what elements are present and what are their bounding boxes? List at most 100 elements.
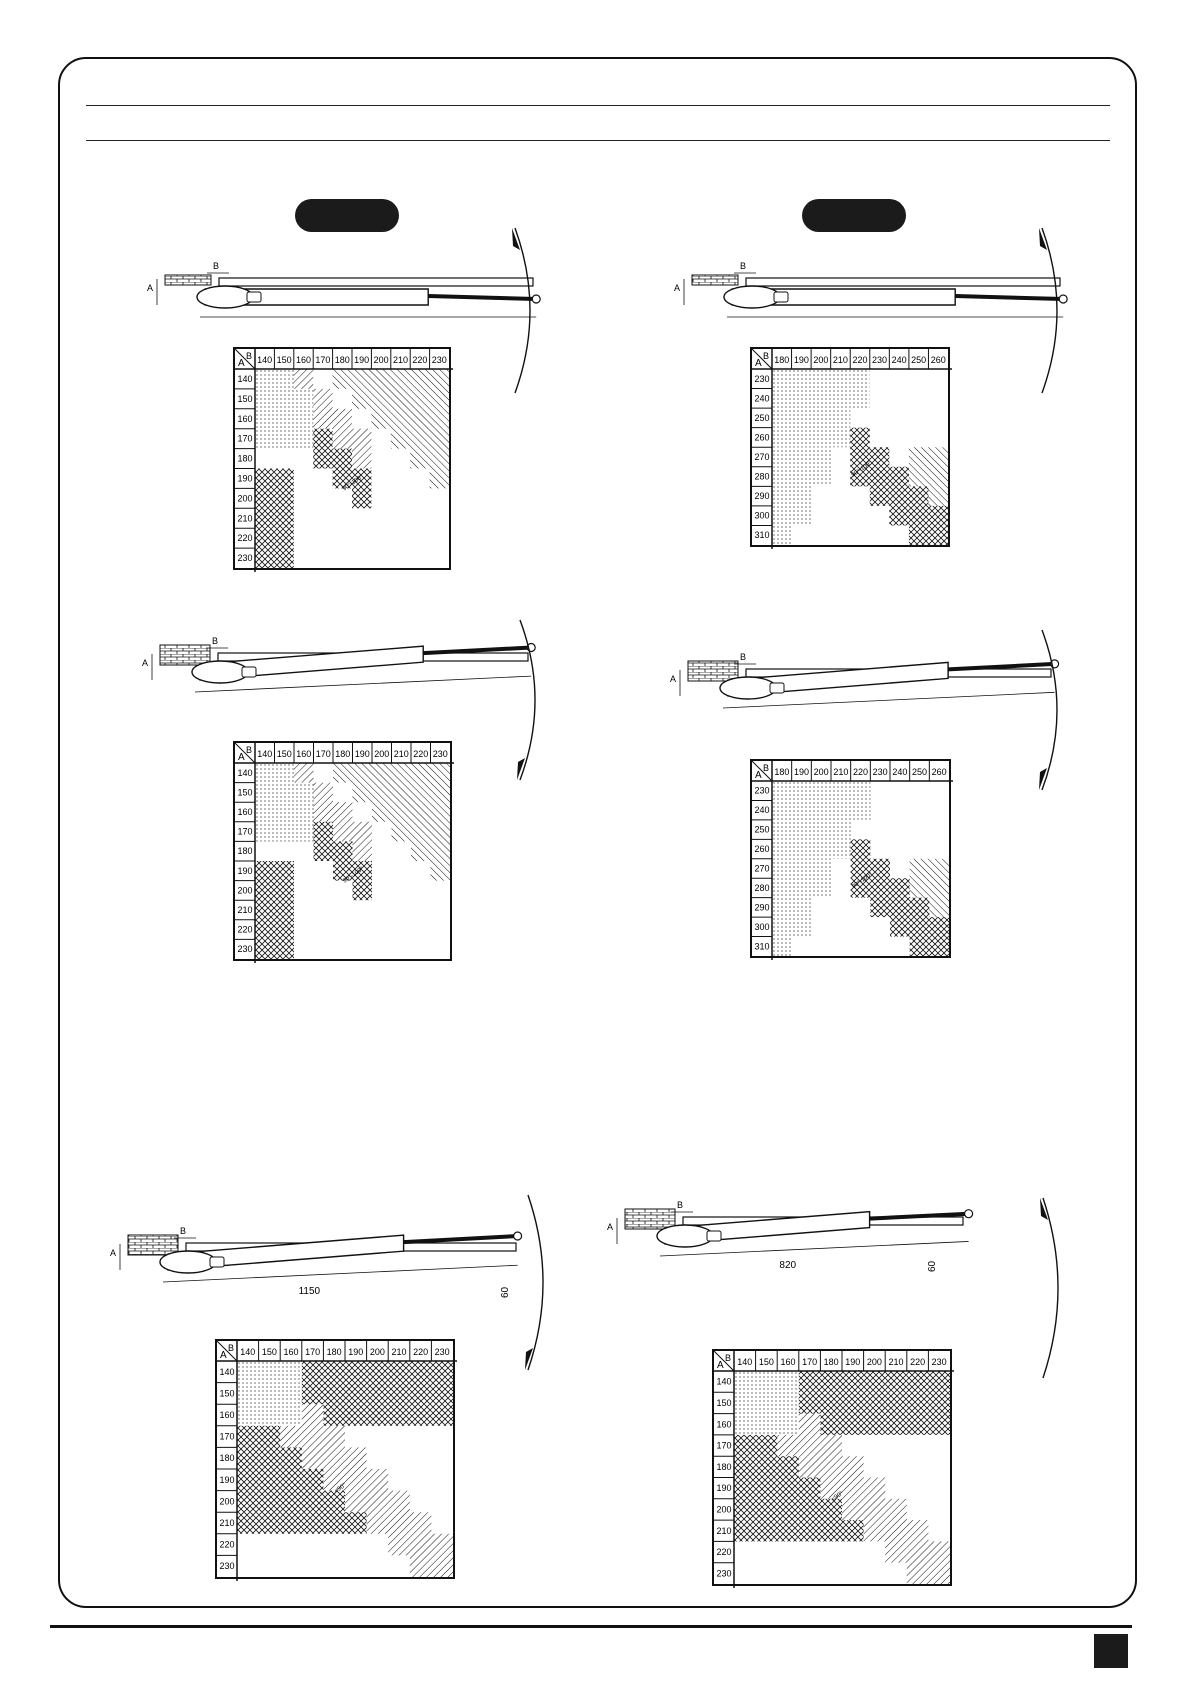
zone-cell (258, 1512, 281, 1534)
row-header: 210 (219, 1518, 234, 1528)
zone-cell (842, 1371, 864, 1393)
zone-cell (372, 802, 392, 822)
corner-label-b: B (228, 1343, 234, 1353)
zone-cell (431, 1404, 453, 1426)
zone-cell (323, 1382, 345, 1405)
zone-cell (352, 763, 372, 783)
zone-cell (410, 448, 430, 469)
zone-cell (274, 802, 294, 822)
zone-cell (323, 1469, 345, 1491)
zone-cell (842, 1498, 864, 1521)
col-header: 170 (316, 749, 331, 759)
zone-cell (429, 388, 449, 409)
row-header: 210 (237, 513, 252, 523)
col-header: 210 (888, 1357, 903, 1367)
zone-cell (791, 427, 812, 448)
zone-cell (409, 1512, 432, 1534)
zone-cell (909, 917, 930, 937)
zone-cell (390, 408, 411, 429)
col-header: 260 (931, 355, 946, 365)
col-header: 220 (852, 355, 867, 365)
zone-cell (734, 1477, 756, 1499)
zone-cell (772, 839, 792, 859)
row-header: 140 (219, 1367, 234, 1377)
zone-cell (850, 369, 870, 389)
zone-cell (366, 1512, 389, 1534)
zone-cell (352, 841, 372, 861)
zone-cell (909, 858, 930, 879)
row-header: 230 (754, 786, 769, 796)
dimension-a-label: A (674, 283, 680, 293)
row-header: 310 (754, 530, 769, 540)
zone-cell (313, 408, 333, 429)
col-header: 140 (737, 1357, 752, 1367)
row-header: 150 (237, 787, 252, 797)
zone-cell (791, 839, 812, 859)
zone-cell (255, 880, 275, 901)
col-header: 210 (833, 355, 848, 365)
zone-cell (908, 447, 929, 467)
col-header: 190 (794, 767, 809, 777)
zone-cell (772, 388, 792, 409)
zone-cell (734, 1371, 756, 1393)
zone-cell (928, 486, 948, 506)
col-header: 210 (391, 1347, 406, 1357)
zone-cell (791, 800, 812, 820)
zone-cell (431, 1361, 453, 1383)
col-header: 220 (413, 749, 428, 759)
row-header: 160 (237, 414, 252, 424)
zone-cell (850, 800, 871, 820)
zone-cell (352, 488, 372, 509)
zone-cell (734, 1498, 756, 1521)
row-header: 150 (237, 394, 252, 404)
zone-cell (323, 1361, 345, 1383)
zone-cell (430, 802, 450, 822)
zone-cell (928, 525, 948, 545)
zone-cell (293, 369, 314, 389)
swing-arc (527, 1194, 544, 1371)
zone-cell (274, 508, 294, 529)
zone-cell (301, 1425, 324, 1448)
zone-cell (333, 763, 353, 783)
zone-cell (411, 782, 431, 803)
col-header: 160 (296, 749, 311, 759)
zone-cell (928, 1413, 950, 1435)
col-header: 190 (845, 1357, 860, 1367)
col-header: 220 (910, 1357, 925, 1367)
zone-cell (830, 369, 851, 389)
zone-cell (388, 1404, 410, 1426)
zone-cell (772, 878, 792, 898)
zone-cell (811, 388, 831, 409)
zone-cell (909, 878, 930, 898)
zone-cell (811, 800, 831, 820)
zone-cell (777, 1520, 799, 1542)
zone-cell (313, 782, 333, 803)
zone-cell (301, 1512, 324, 1534)
zone-cell (371, 408, 391, 429)
zone-cell (850, 427, 870, 448)
zone-cell (255, 919, 275, 940)
header-rule-bottom (86, 140, 1110, 141)
zone-cell (755, 1477, 778, 1499)
zone-cell (863, 1413, 886, 1435)
col-header: 140 (257, 749, 272, 759)
zone-cell (274, 763, 294, 783)
col-header: 140 (257, 355, 272, 365)
zone-cell (274, 428, 294, 449)
zone-cell (429, 468, 449, 489)
zone-cell (772, 858, 792, 879)
zone-cell (842, 1520, 864, 1542)
zone-cell (333, 802, 353, 822)
zone-cell (842, 1413, 864, 1435)
zone-cell (906, 1541, 929, 1563)
zone-cell (293, 388, 314, 409)
col-header: 140 (240, 1347, 255, 1357)
zone-cell (390, 388, 411, 409)
zone-cell (798, 1520, 821, 1542)
zone-cell (820, 1456, 842, 1478)
zone-cell (908, 466, 929, 487)
zone-cell (429, 448, 449, 469)
col-header: 200 (867, 1357, 882, 1367)
zone-cell (388, 1382, 410, 1405)
pillar (691, 274, 739, 286)
